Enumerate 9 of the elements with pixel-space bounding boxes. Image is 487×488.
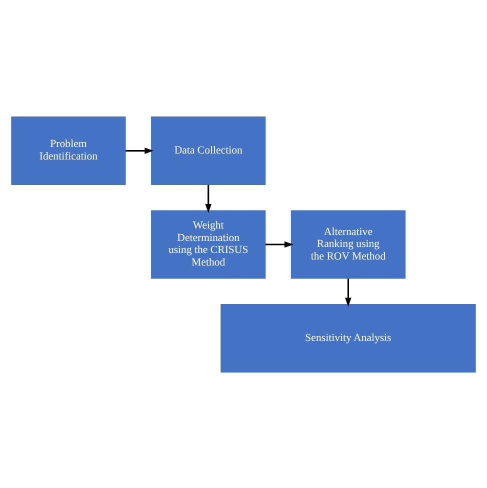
node-box: Problem Identification xyxy=(11,116,126,185)
node-box: Alternative Ranking using the ROV Method xyxy=(290,210,406,278)
arrow xyxy=(205,184,212,212)
node-box: Sensitivity Analysis xyxy=(220,303,476,372)
arrow xyxy=(345,278,352,306)
node-box: Data Collection xyxy=(151,116,266,185)
arrow xyxy=(126,147,154,154)
arrow xyxy=(265,240,294,248)
node-box: Weight Determination using the CRISUS Method xyxy=(151,210,266,278)
